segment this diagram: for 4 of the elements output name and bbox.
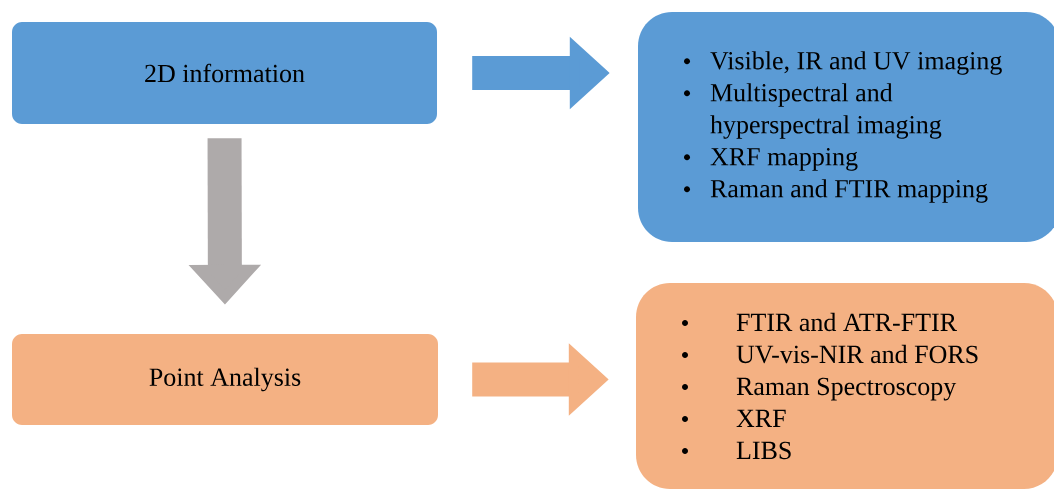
bullet-list-box: Visible, IR and UV imaging Multispectral and hyperspectral imaging XRF mapping Raman and FTIR mapping [638,12,1054,242]
bullet-list-box: FTIR and ATR-FTIR UV-vis-NIR and FORS Raman Spectroscopy XRF LIBS [636,283,1054,489]
process-box: 2D information [12,22,437,124]
process-box: Point Analysis [12,334,438,425]
